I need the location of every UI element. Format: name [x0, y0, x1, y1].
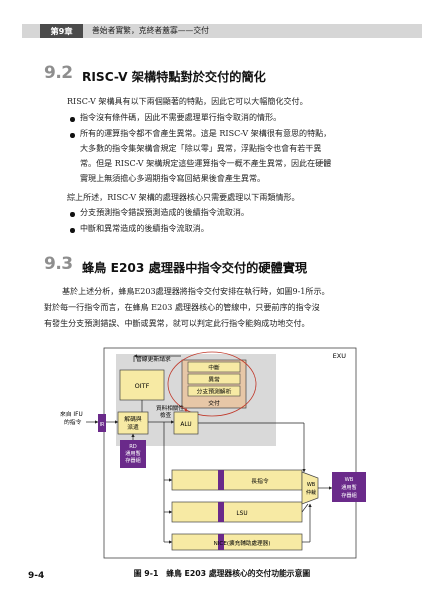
rd-regfile-block — [120, 440, 146, 468]
rd-label-3: 存器組 — [125, 456, 141, 464]
lsu-label: LSU — [236, 511, 247, 517]
ir-label: IR — [100, 422, 105, 428]
bullet-text: 分支預測指令錯誤預測造成的後續指令流取消。 — [80, 208, 249, 217]
wb-arbiter-label: WB — [307, 482, 316, 488]
paragraph-summary: 綜上所述，RISC-V 架構的處理器核心只需要處理以下兩類情形。 — [67, 193, 300, 202]
long-instruction-label: 長指令 — [251, 477, 269, 485]
wb-arbiter-label-2: 仲裁 — [306, 489, 316, 496]
decode-label: 解碼與 — [124, 415, 142, 423]
bullet-dot — [70, 228, 75, 233]
interrupt-label: 中斷 — [208, 364, 220, 372]
paragraph-body: 對於每一行指令而言，在蜂鳥 E203 處理器核心的管線中，只要前序的指令沒 — [44, 303, 320, 312]
commit-diagram: EXU 管線更新請求 OITF 中斷 異常 分支預測解析 交付 資料相關性 檢查 — [56, 344, 376, 564]
nice-label: NICE(擴充輔助處理器) — [214, 539, 271, 547]
figure-caption: 圖 9-1 蜂鳥 E203 處理器核心的交付功能示意圖 — [133, 569, 311, 578]
bullet-text: 指令沒有條件碼，因此不需要處理單行指令取消的情形。 — [80, 113, 282, 122]
dependency-check-label: 資料相關性 — [156, 404, 184, 412]
bullet-dot — [70, 133, 75, 138]
bullet-text: 中斷和異常造成的後續指令流取消。 — [80, 224, 209, 233]
dependency-check-label-2: 檢查 — [160, 411, 172, 419]
paragraph-body: 基於上述分析，蜂鳥E203處理器將指令交付安排在執行時，如圖9-1所示。 — [62, 287, 330, 296]
branch-resolve-label: 分支預測解析 — [197, 388, 232, 396]
chapter-title: 善始者實繁，克終者蓋寡——交付 — [92, 26, 209, 35]
chapter-badge: 第9章 — [40, 24, 83, 38]
dispatch-label: 派遣 — [127, 423, 139, 431]
ifu-source-label: 來自 IFU — [60, 410, 83, 418]
exu-label: EXU — [333, 352, 347, 360]
wb-regfile-label-3: 存器組 — [341, 491, 357, 499]
wb-regfile-label: WB — [345, 477, 354, 483]
exu-boundary — [103, 347, 357, 559]
bullet-dot — [70, 212, 75, 217]
bullet-dot — [70, 117, 75, 122]
bullet-text-cont: 大多數的指令集架構會規定「除以零」異常，浮點指令也會有若干異 — [80, 144, 322, 153]
oitf-label: OITF — [135, 382, 150, 390]
wb-regfile-block — [332, 472, 366, 502]
paragraph-body: 有發生分支預測錯誤、中斷或異常，就可以判定此行指令能夠成功地交付。 — [44, 319, 310, 328]
ifu-source-label-2: 的指令 — [64, 418, 82, 426]
long-instruction-block — [171, 469, 303, 491]
pipeline-flush-label: 管線更新請求 — [136, 355, 171, 363]
rd-label-2: 通用暫 — [125, 449, 141, 457]
paragraph-intro: RISC-V 架構具有以下兩個顯著的特點，因此它可以大幅簡化交付。 — [67, 97, 308, 106]
header-bar — [22, 24, 422, 38]
bullet-text-cont: 實現上無須擔心多週期指令寫回結果後會產生異常。 — [80, 174, 266, 183]
bullet-text-cont: 常。但是 RISC-V 架構規定這些運算指令一概不產生異常，因此在硬體 — [80, 159, 332, 168]
ir-register — [98, 414, 106, 432]
wb-arbiter — [301, 471, 319, 505]
commit-highlight — [167, 351, 257, 417]
section-number: 9.2 — [44, 63, 73, 83]
alu-label: ALU — [180, 422, 191, 428]
section-number: 9.3 — [44, 254, 73, 274]
section-title: 蜂鳥 E203 處理器中指令交付的硬體實現 — [82, 261, 308, 275]
page-number: 9-4 — [28, 571, 45, 581]
commit-label: 交付 — [208, 399, 220, 407]
exception-label: 異常 — [208, 376, 220, 384]
wb-regfile-label-2: 通用暫 — [341, 483, 357, 491]
bullet-text: 所有的運算指令都不會產生異常。這是 RISC-V 架構很有意思的特點， — [80, 129, 332, 138]
rd-label: RD — [129, 444, 137, 450]
section-title: RISC-V 架構特點對於交付的簡化 — [82, 70, 266, 84]
